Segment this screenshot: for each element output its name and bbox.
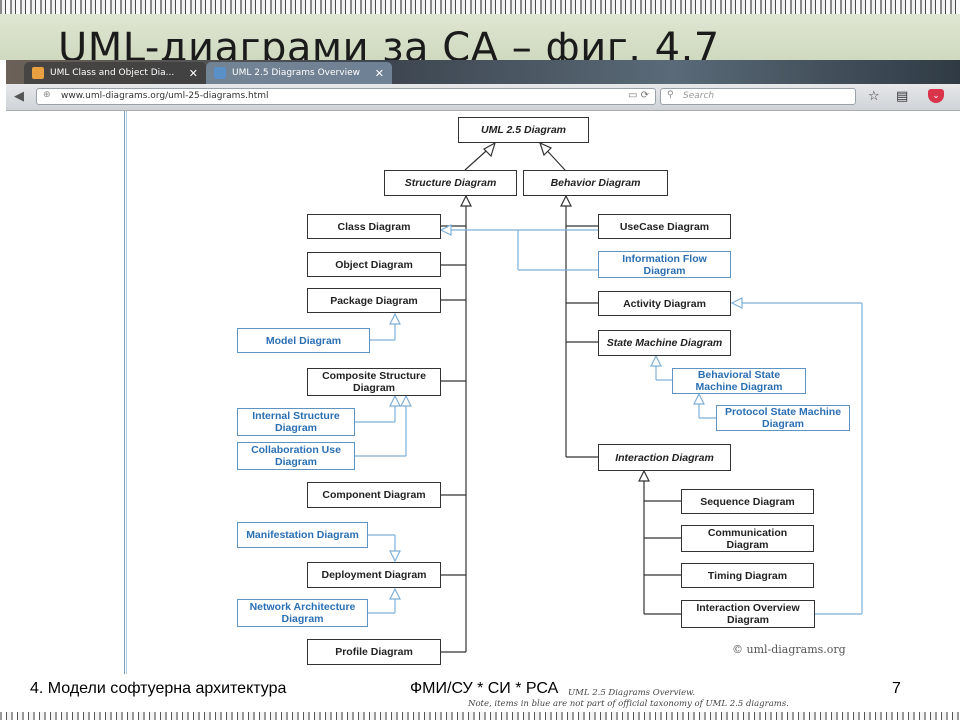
browser-tab-class-object[interactable]: UML Class and Object Dia... ✕ (24, 62, 206, 84)
browser-tab-uml25-overview[interactable]: UML 2.5 Diagrams Overview ✕ (206, 62, 392, 84)
profile-diagram-box: Profile Diagram (307, 639, 441, 665)
favicon-icon (32, 67, 44, 79)
deployment-diagram-box: Deployment Diagram (307, 562, 441, 588)
class-diagram-box: Class Diagram (307, 214, 441, 239)
object-diagram-box: Object Diagram (307, 252, 441, 277)
caption-title: UML 2.5 Diagrams Overview. (568, 688, 696, 698)
activity-diagram-box: Activity Diagram (598, 291, 731, 316)
close-icon[interactable]: ✕ (374, 66, 384, 80)
manifestation-diagram-box: Manifestation Diagram (237, 522, 368, 548)
behavioral-state-machine-diagram-box: Behavioral State Machine Diagram (672, 368, 806, 394)
decorative-bottom-strip (0, 712, 960, 720)
search-icon: ⚲ (667, 90, 674, 100)
sequence-diagram-box: Sequence Diagram (681, 489, 814, 514)
structure-diagram-box: Structure Diagram (384, 170, 517, 196)
uml25-root-box: UML 2.5 Diagram (458, 117, 589, 143)
diagram-copyright: © uml-diagrams.org (732, 643, 846, 656)
usecase-diagram-box: UseCase Diagram (598, 214, 731, 239)
browser-screenshot: UML Class and Object Dia... ✕ UML 2.5 Di… (6, 60, 960, 674)
tab-label: UML 2.5 Diagrams Overview (232, 68, 360, 78)
pocket-icon[interactable]: ⌄ (928, 89, 944, 103)
url-text: www.uml-diagrams.org/uml-25-diagrams.htm… (61, 91, 269, 101)
slide-page-number: 7 (892, 680, 901, 697)
globe-icon: ⊕ (43, 90, 51, 100)
protocol-state-machine-diagram-box: Protocol State Machine Diagram (716, 405, 850, 431)
page-margin-line (126, 111, 127, 674)
search-placeholder: Search (683, 91, 715, 101)
composite-structure-diagram-box: Composite Structure Diagram (307, 368, 441, 396)
package-diagram-box: Package Diagram (307, 288, 441, 313)
favicon-icon (214, 67, 226, 79)
close-icon[interactable]: ✕ (188, 66, 198, 80)
search-input[interactable]: ⚲ Search (660, 88, 856, 105)
communication-diagram-box: Communication Diagram (681, 525, 814, 552)
tab-label: UML Class and Object Dia... (50, 68, 175, 78)
network-architecture-diagram-box: Network Architecture Diagram (237, 599, 368, 627)
state-machine-diagram-box: State Machine Diagram (598, 330, 731, 356)
reading-list-icon[interactable]: ▤ (896, 89, 909, 104)
interaction-overview-diagram-box: Interaction Overview Diagram (681, 600, 815, 628)
reload-icon[interactable]: ▭ ⟳ (627, 90, 649, 101)
browser-tab-bar: UML Class and Object Dia... ✕ UML 2.5 Di… (6, 60, 960, 84)
information-flow-diagram-box: Information Flow Diagram (598, 251, 731, 278)
decorative-top-strip (0, 0, 960, 14)
collaboration-use-diagram-box: Collaboration Use Diagram (237, 442, 355, 470)
behavior-diagram-box: Behavior Diagram (523, 170, 668, 196)
bookmark-star-icon[interactable]: ☆ (868, 89, 880, 104)
footer-institution: ФМИ/СУ * СИ * РСА (410, 680, 559, 697)
footer-course-section: 4. Модели софтуерна архитектура (30, 680, 287, 697)
timing-diagram-box: Timing Diagram (681, 563, 814, 588)
component-diagram-box: Component Diagram (307, 482, 441, 508)
model-diagram-box: Model Diagram (237, 328, 370, 353)
browser-nav-bar: ◀ ⊕ www.uml-diagrams.org/uml-25-diagrams… (6, 84, 960, 111)
interaction-diagram-box: Interaction Diagram (598, 444, 731, 471)
caption-note: Note, items in blue are not part of offi… (468, 699, 789, 709)
back-icon[interactable]: ◀ (14, 89, 24, 104)
internal-structure-diagram-box: Internal Structure Diagram (237, 408, 355, 436)
diagram-caption: UML 2.5 Diagrams Overview. Note, items i… (468, 688, 789, 710)
page-margin-line (124, 111, 125, 674)
address-bar[interactable]: ⊕ www.uml-diagrams.org/uml-25-diagrams.h… (36, 88, 656, 105)
